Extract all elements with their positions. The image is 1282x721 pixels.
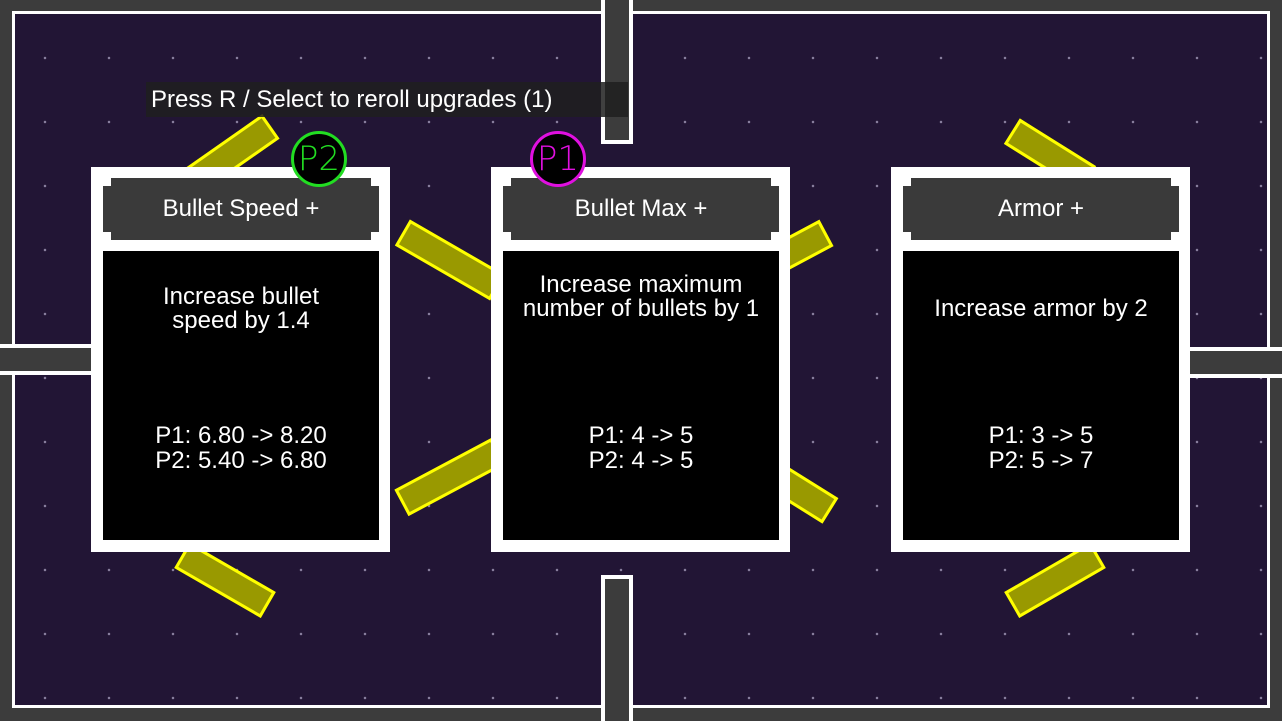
card-stats: P1: 6.80 -> 8.20 P2: 5.40 -> 6.80 bbox=[103, 423, 379, 473]
card-body: Increase bullet speed by 1.4 P1: 6.80 ->… bbox=[103, 251, 379, 540]
card-stats: P1: 4 -> 5 P2: 4 -> 5 bbox=[503, 423, 779, 473]
card-body: Increase armor by 2 P1: 3 -> 5 P2: 5 -> … bbox=[903, 251, 1179, 540]
wall-right-middle bbox=[1182, 347, 1282, 378]
wall-top-center bbox=[601, 0, 633, 144]
p2-stat: P2: 5 -> 7 bbox=[988, 447, 1094, 474]
upgrade-card-bullet-speed[interactable]: Bullet Speed + Increase bullet speed by … bbox=[91, 167, 390, 552]
wall-left-middle bbox=[0, 344, 100, 375]
card-title: Bullet Speed + bbox=[103, 178, 379, 240]
p1-stat: P1: 3 -> 5 bbox=[988, 422, 1094, 449]
card-title: Bullet Max + bbox=[503, 178, 779, 240]
p1-stat: P1: 4 -> 5 bbox=[588, 422, 694, 449]
p1-selection-badge: P1 bbox=[530, 131, 586, 187]
p1-stat: P1: 6.80 -> 8.20 bbox=[155, 422, 327, 449]
wall-bottom-center bbox=[601, 575, 633, 721]
upgrade-card-armor[interactable]: Armor + Increase armor by 2 P1: 3 -> 5 P… bbox=[891, 167, 1190, 552]
card-description: Increase bullet speed by 1.4 bbox=[162, 283, 320, 334]
p2-stat: P2: 5.40 -> 6.80 bbox=[155, 447, 327, 474]
card-stats: P1: 3 -> 5 P2: 5 -> 7 bbox=[903, 423, 1179, 473]
upgrade-card-bullet-max[interactable]: Bullet Max + Increase maximum number of … bbox=[491, 167, 790, 552]
p2-selection-badge: P2 bbox=[291, 131, 347, 187]
card-description: Increase maximum number of bullets by 1 bbox=[522, 271, 760, 322]
p2-stat: P2: 4 -> 5 bbox=[588, 447, 694, 474]
card-title: Armor + bbox=[903, 178, 1179, 240]
card-description: Increase armor by 2 bbox=[934, 295, 1148, 322]
reroll-hint: Press R / Select to reroll upgrades (1) bbox=[146, 82, 628, 117]
card-body: Increase maximum number of bullets by 1 … bbox=[503, 251, 779, 540]
